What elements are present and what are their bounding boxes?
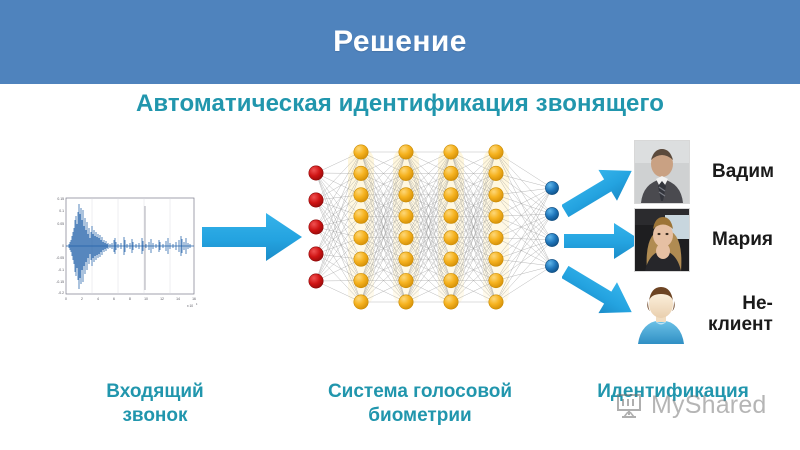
hidden-layer-3-node-7	[443, 273, 459, 289]
hidden-layer-2-node-1	[398, 144, 414, 160]
arrow-right-icon	[202, 213, 302, 261]
hidden-layer-2-node-6	[398, 251, 414, 267]
svg-text:-0.05: -0.05	[56, 256, 64, 260]
result-row-vadim[interactable]: Вадим	[634, 140, 774, 204]
hidden-layer-3-node-8	[443, 294, 459, 310]
caption-incoming-call: Входящий звонок	[106, 381, 204, 426]
result-name: Не- клиент	[708, 292, 773, 335]
hidden-layer-1-node-6	[353, 251, 369, 267]
page-title: Решение	[333, 25, 467, 58]
slide-header: Решение	[0, 0, 800, 84]
hidden-layer-3-node-1	[443, 144, 459, 160]
svg-text:0.15: 0.15	[57, 197, 64, 201]
neural-network-diagram	[300, 142, 580, 312]
arrows-output-group	[561, 150, 654, 340]
result-name: Мария	[712, 229, 773, 251]
hidden-layer-3-node-6	[443, 251, 459, 267]
hidden-layer-2-node-3	[398, 187, 414, 203]
output-layer-node-2	[545, 207, 559, 221]
svg-text:10: 10	[144, 297, 148, 301]
hidden-layer-1-node-8	[353, 294, 369, 310]
input-layer-node-5	[308, 273, 324, 289]
hidden-layer-1-node-1	[353, 144, 369, 160]
svg-text:6: 6	[113, 297, 115, 301]
hidden-layer-4-node-8	[488, 294, 504, 310]
arrow-input-to-network	[198, 208, 306, 266]
svg-text:14: 14	[176, 297, 180, 301]
hidden-layer-4-node-6	[488, 251, 504, 267]
output-layer-node-1	[545, 181, 559, 195]
hidden-layer-4-node-7	[488, 273, 504, 289]
svg-text:16: 16	[192, 297, 196, 301]
hidden-layer-2-node-5	[398, 230, 414, 246]
arrow-down-right-icon	[561, 265, 632, 314]
input-layer-node-3	[308, 219, 324, 235]
output-layer-node-4	[545, 259, 559, 273]
slide-subtitle: Автоматическая идентификация звонящего	[135, 90, 665, 117]
svg-text:x 10: x 10	[187, 304, 193, 308]
hidden-layer-2-node-8	[398, 294, 414, 310]
hidden-layer-4-node-2	[488, 165, 504, 181]
output-layer-node-3	[545, 233, 559, 247]
svg-text:4: 4	[97, 297, 99, 301]
svg-text:4: 4	[196, 303, 198, 306]
hidden-layer-3-node-5	[443, 230, 459, 246]
svg-text:0.1: 0.1	[59, 209, 64, 213]
waveform-plot: 0.15 0.1 0.05 0 -0.05 -0.1 -0.15 -0.2 0 …	[44, 190, 204, 308]
photo-woman	[635, 209, 689, 271]
hidden-layer-2-node-7	[398, 273, 414, 289]
arrow-right-icon	[564, 223, 642, 259]
neural-network-svg	[308, 144, 559, 310]
input-layer-node-4	[308, 246, 324, 262]
hidden-layer-4-node-5	[488, 230, 504, 246]
caption-identification: Идентификация	[597, 381, 749, 402]
hidden-layer-3-node-2	[443, 165, 459, 181]
result-name: Вадим	[712, 161, 775, 183]
hidden-layer-2-node-4	[398, 208, 414, 224]
avatar	[634, 284, 688, 344]
svg-text:-0.15: -0.15	[56, 280, 64, 284]
audio-waveform-plot: 0.15 0.1 0.05 0 -0.05 -0.1 -0.15 -0.2 0 …	[44, 190, 204, 308]
hidden-layer-2-node-2	[398, 165, 414, 181]
avatar	[634, 208, 690, 272]
hidden-layer-1-node-3	[353, 187, 369, 203]
svg-text:-0.1: -0.1	[58, 268, 64, 272]
svg-text:-0.2: -0.2	[58, 291, 64, 295]
svg-text:12: 12	[160, 297, 164, 301]
result-row-nonclient[interactable]: Не- клиент	[634, 284, 773, 344]
hidden-layer-1-node-2	[353, 165, 369, 181]
svg-text:2: 2	[81, 297, 83, 301]
input-layer-node-1	[308, 165, 324, 181]
hidden-layer-1-node-4	[353, 208, 369, 224]
hidden-layer-3-node-3	[443, 187, 459, 203]
svg-text:0.05: 0.05	[57, 222, 64, 226]
result-row-maria[interactable]: Мария	[634, 208, 773, 272]
caption-voice-biometrics-system: Система голосовой биометрии	[327, 381, 513, 426]
generic-user-avatar-icon	[638, 287, 684, 344]
input-layer-node-2	[308, 192, 324, 208]
hidden-layer-1-node-7	[353, 273, 369, 289]
arrow-up-right-icon	[561, 169, 632, 218]
hidden-layer-4-node-3	[488, 187, 504, 203]
avatar	[634, 140, 690, 204]
hidden-layer-4-node-4	[488, 208, 504, 224]
photo-man-in-suit	[635, 141, 689, 203]
hidden-layer-4-node-1	[488, 144, 504, 160]
hidden-layer-3-node-4	[443, 208, 459, 224]
svg-text:0: 0	[65, 297, 67, 301]
svg-text:0: 0	[62, 244, 64, 248]
hidden-layer-1-node-5	[353, 230, 369, 246]
svg-text:8: 8	[129, 297, 131, 301]
